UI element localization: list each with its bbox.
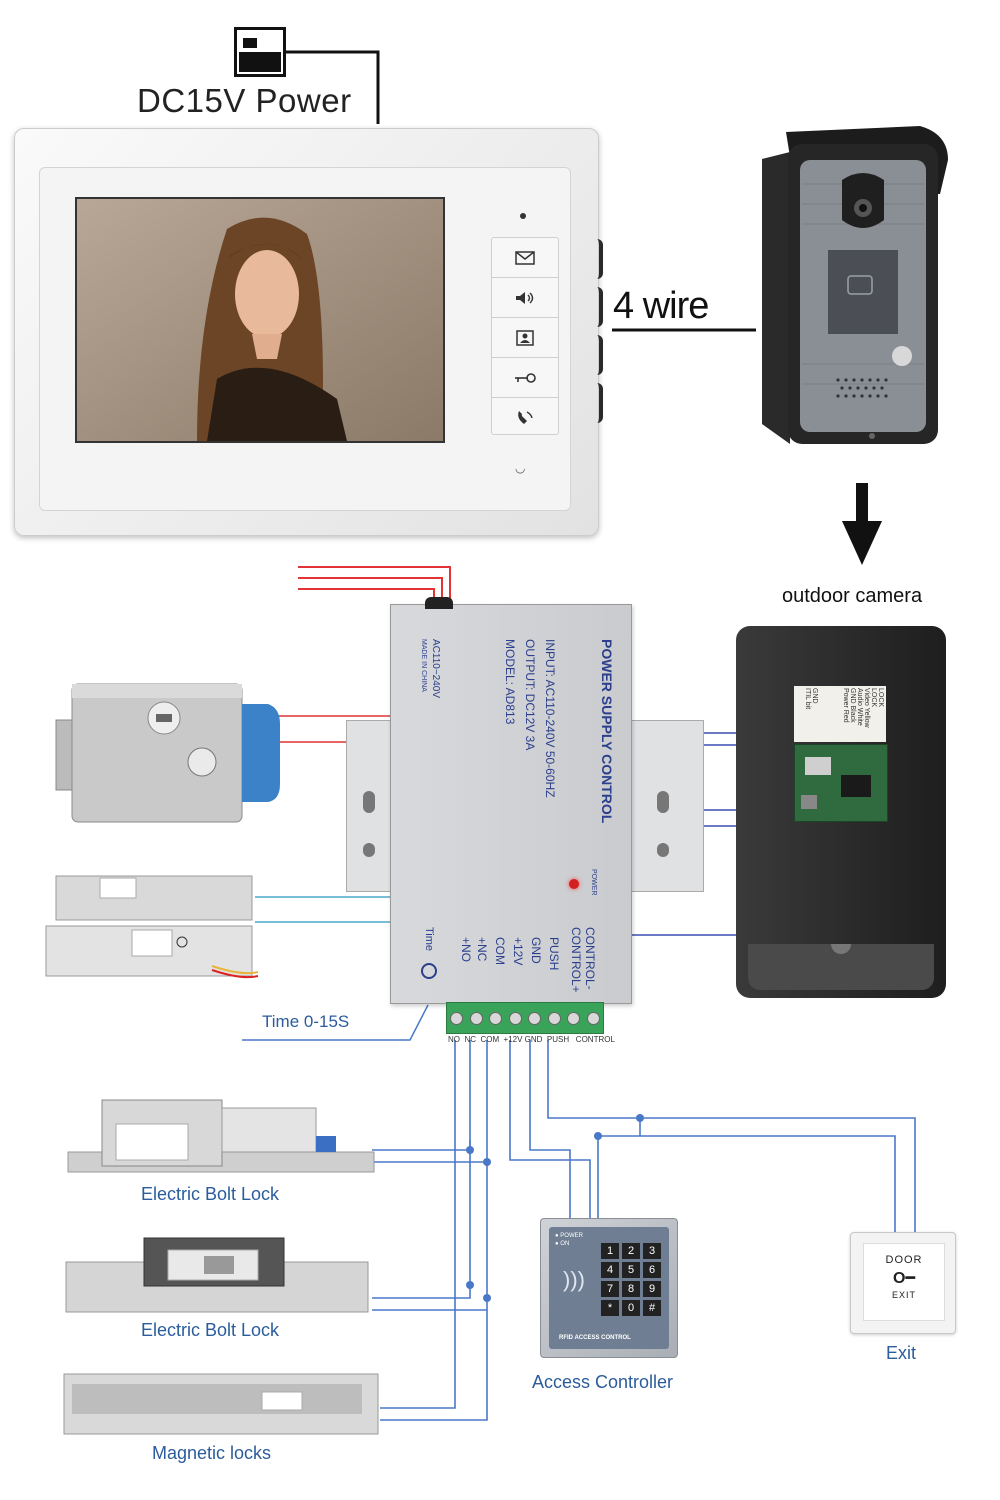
exit-text: EXIT <box>891 1290 916 1300</box>
monitor-icon <box>516 329 534 346</box>
terminal-screw <box>547 1011 561 1025</box>
magnetic-locks-label: Magnetic locks <box>152 1443 272 1463</box>
power-supply-control: POWER SUPPLY CONTROL INPUT: AC110-240V 5… <box>390 597 632 1004</box>
psu-terminal-block <box>446 1002 604 1034</box>
psu-terminal-labels: CONTROL- CONTROL+ PUSH GND +12V COM +NC … <box>459 927 597 993</box>
rfid-icon: ))) <box>563 1267 585 1292</box>
keypad: 1 2 3 4 5 6 7 8 9 * 0 # <box>601 1243 663 1316</box>
electric-bolt-lock-2-label: Electric Bolt Lock <box>141 1320 280 1340</box>
terminal-screw <box>586 1011 600 1025</box>
access-controller: ● POWER ● ON ))) 1 2 3 4 5 6 7 8 9 * 0 #… <box>540 1218 678 1358</box>
terminal-screw <box>528 1011 542 1025</box>
access-controller-label: Access Controller <box>532 1372 674 1392</box>
psu-cable-gland <box>425 597 453 609</box>
electric-drop-bolt-lock <box>42 872 259 988</box>
terminal-screw <box>567 1011 581 1025</box>
electric-bolt-lock-1 <box>66 1096 378 1176</box>
rfid-card-icon <box>847 275 873 295</box>
keypad-key[interactable]: 8 <box>622 1281 640 1297</box>
indoor-monitor: ◡ <box>14 128 603 536</box>
electric-rim-lock <box>52 680 284 826</box>
monitor-view-button[interactable] <box>492 318 558 358</box>
psu-input-label: INPUT: AC110-240V 50-60HZ <box>543 639 557 798</box>
terminal-screw <box>489 1011 503 1025</box>
unlock-button[interactable] <box>492 358 558 398</box>
wire-junctions <box>466 1114 644 1302</box>
psu-bottom-terminal-labels: NO NC COM +12V GND PUSH CONTROL <box>448 1035 615 1044</box>
exit-door-text: DOOR <box>885 1254 923 1266</box>
exit-button[interactable]: DOOR O━ EXIT <box>850 1232 956 1334</box>
access-led-on: ● ON <box>555 1241 570 1247</box>
electric-bolt-lock-1-label: Electric Bolt Lock <box>141 1184 280 1204</box>
keypad-key[interactable]: 2 <box>622 1243 640 1259</box>
keypad-key[interactable]: 4 <box>601 1262 619 1278</box>
outdoor-camera-back: LOCK LOCK Video Yellow Audio White GND B… <box>736 626 946 998</box>
bottom-wires <box>372 1040 916 1421</box>
keypad-key[interactable]: 7 <box>601 1281 619 1297</box>
camera-pcb <box>794 744 888 822</box>
camera-terminal-labels: LOCK LOCK Video Yellow Audio White GND B… <box>842 688 884 728</box>
keypad-key[interactable]: 0 <box>622 1300 640 1316</box>
monitor-button-panel <box>491 237 559 435</box>
keypad-key[interactable]: 5 <box>622 1262 640 1278</box>
magnetic-lock <box>62 1370 380 1438</box>
message-button[interactable] <box>492 238 558 278</box>
talk-button[interactable] <box>492 398 558 437</box>
outdoor-camera-label: outdoor camera <box>782 585 923 607</box>
access-led-power: ● POWER <box>555 1233 583 1239</box>
monitor-screen <box>75 197 445 443</box>
unlock-key-icon <box>515 372 536 383</box>
keypad-key[interactable]: 1 <box>601 1243 619 1259</box>
keypad-key[interactable]: 3 <box>643 1243 661 1259</box>
four-wire-label: 4 wire <box>613 285 709 327</box>
psu-power-led <box>569 879 579 889</box>
volume-button[interactable] <box>492 278 558 318</box>
exit-label: Exit <box>886 1343 917 1363</box>
psu-ac-label: AC110~240V <box>430 639 441 699</box>
electric-bolt-lock-2 <box>64 1234 370 1314</box>
psu-output-label: OUTPUT: DC12V 3A <box>523 639 537 751</box>
keypad-key[interactable]: # <box>643 1300 661 1316</box>
keypad-key[interactable]: * <box>601 1300 619 1316</box>
psu-power-led-label: POWER <box>590 869 597 896</box>
terminal-screw <box>469 1011 483 1025</box>
power-label: DC15V Power <box>137 82 352 119</box>
time-leader-line <box>242 1004 429 1041</box>
access-brand: RFID ACCESS CONTROL <box>559 1335 631 1341</box>
terminal-screw <box>450 1011 464 1025</box>
talk-handset-icon <box>518 410 533 424</box>
psu-time-label: Time <box>423 927 435 952</box>
time-range-label: Time 0-15S <box>262 1012 350 1031</box>
monitor-indicator <box>520 213 526 219</box>
outdoor-camera-front <box>760 124 952 464</box>
arrow-down-icon <box>842 483 882 565</box>
power-adapter-icon <box>234 27 286 77</box>
camera-terminal-labels-2: GND ITIL bit <box>804 688 818 710</box>
keypad-key[interactable]: 6 <box>643 1262 661 1278</box>
psu-made-label: MADE IN CHINA <box>420 639 427 692</box>
microphone-icon: ◡ <box>515 461 526 475</box>
message-icon <box>515 250 535 265</box>
terminal-screw <box>508 1011 522 1025</box>
psu-model-label: MODEL: AD813 <box>503 639 517 725</box>
psu-time-knob[interactable] <box>421 963 437 979</box>
psu-title: POWER SUPPLY CONTROL <box>599 639 615 824</box>
portrait-image <box>77 199 443 441</box>
volume-icon <box>516 291 534 304</box>
key-icon: O━ <box>892 1270 916 1287</box>
keypad-key[interactable]: 9 <box>643 1281 661 1297</box>
